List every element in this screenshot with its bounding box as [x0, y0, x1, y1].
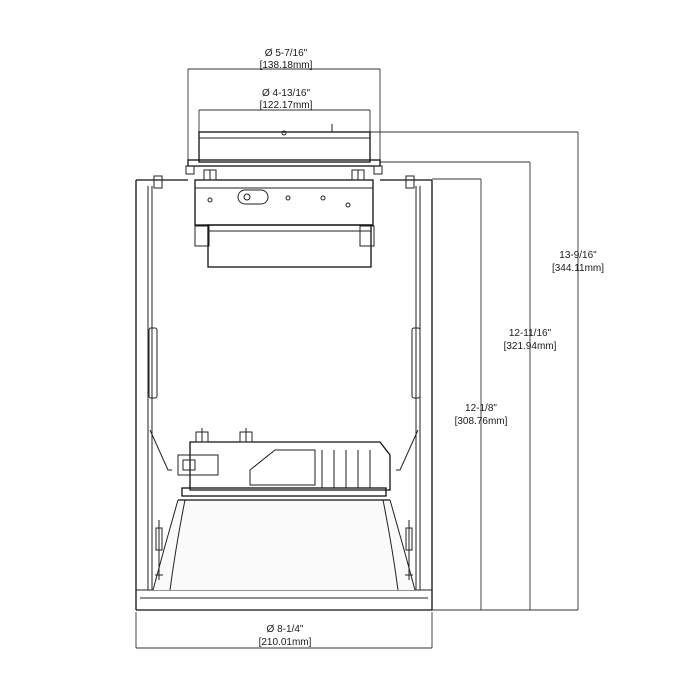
- overall-height-metric: [344.11mm]: [552, 263, 604, 274]
- reflector-cone: [152, 499, 416, 591]
- aperture-diameter-fraction: Ø 8-1/4": [267, 624, 304, 635]
- driver-box: [194, 224, 375, 268]
- top-outer-diameter-dimension: Ø 5-7/16" [138.18mm]: [187, 48, 381, 162]
- overall-height-dimension: 13-9/16" [344.11mm]: [338, 131, 604, 611]
- top-inner-diameter-fraction: Ø 4-13/16": [262, 88, 310, 99]
- driver-bracket: [194, 169, 374, 226]
- junction-box: [185, 124, 383, 175]
- housing-frame: [135, 175, 433, 611]
- housing-height-fraction: 12-11/16": [509, 328, 552, 339]
- aperture-diameter-dimension: Ø 8-1/4" [210.01mm]: [135, 612, 433, 649]
- frame-height-dimension: 12-1/8" [308.76mm]: [432, 178, 508, 610]
- aperture-diameter-metric: [210.01mm]: [259, 637, 312, 648]
- top-outer-diameter-fraction: Ø 5-7/16": [265, 48, 308, 59]
- led-module-heatsink: [177, 428, 391, 497]
- housing-height-dimension: 12-11/16" [321.94mm]: [380, 161, 557, 610]
- top-inner-diameter-metric: [122.17mm]: [260, 100, 313, 111]
- top-outer-diameter-metric: [138.18mm]: [260, 60, 313, 71]
- frame-height-metric: [308.76mm]: [455, 416, 508, 427]
- mounting-arms: [149, 429, 419, 580]
- frame-height-fraction: 12-1/8": [465, 403, 497, 414]
- overall-height-fraction: 13-9/16": [559, 250, 597, 261]
- housing-height-metric: [321.94mm]: [504, 341, 557, 352]
- top-inner-diameter-dimension: Ø 4-13/16" [122.17mm]: [198, 88, 371, 132]
